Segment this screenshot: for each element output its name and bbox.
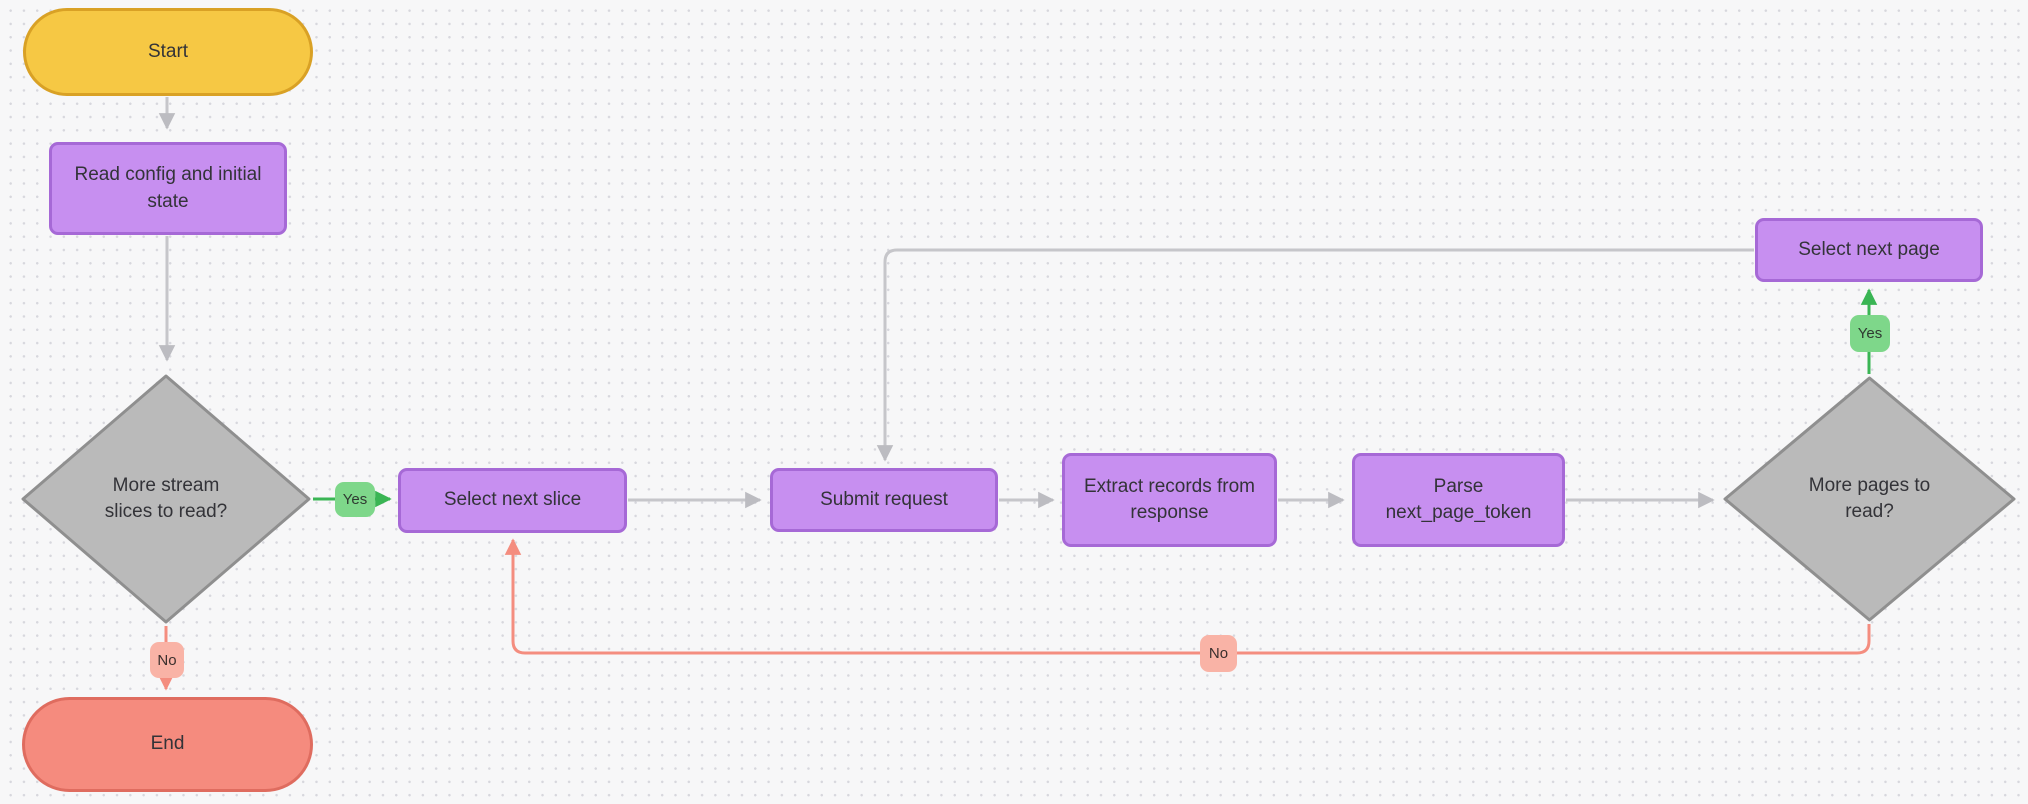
node-parse-token-label: Parse next_page_token: [1385, 475, 1532, 523]
node-start[interactable]: Start: [23, 8, 313, 96]
edge-label-slices-yes: Yes: [335, 482, 375, 517]
diamond-shape: [21, 374, 311, 624]
node-extract-records-label: Extract records from response: [1083, 475, 1256, 523]
node-extract-records[interactable]: Extract records from response: [1062, 453, 1277, 547]
node-submit-request[interactable]: Submit request: [770, 468, 998, 532]
node-read-config[interactable]: Read config and initial state: [49, 142, 287, 235]
edge-label-pages-yes: Yes: [1850, 315, 1890, 352]
node-select-page[interactable]: Select next page: [1755, 218, 1983, 282]
edge-select-page-to-submit-request: [876, 248, 1754, 462]
edge-label-text: No: [1208, 645, 1229, 662]
node-parse-token[interactable]: Parse next_page_token: [1352, 453, 1565, 547]
edge-label-pages-no: No: [1200, 635, 1237, 672]
edge-more-pages-no-to-select-slice: [504, 538, 1871, 655]
node-more-pages-decision[interactable]: More pages to read?: [1722, 375, 2017, 623]
node-submit-request-label: Submit request: [820, 488, 948, 510]
node-select-page-label: Select next page: [1798, 238, 1940, 260]
node-select-slice-label: Select next slice: [443, 489, 582, 511]
node-read-config-label: Read config and initial state: [74, 164, 262, 212]
edge-label-text: Yes: [342, 491, 368, 508]
node-more-slices-label: More stream slices to read?: [104, 474, 228, 522]
diamond-shape: [1723, 376, 2016, 622]
node-end[interactable]: End: [22, 697, 313, 792]
node-end-label: End: [150, 733, 185, 755]
node-more-slices-decision[interactable]: More stream slices to read?: [20, 373, 312, 625]
node-select-slice[interactable]: Select next slice: [398, 468, 627, 533]
edge-label-slices-no: No: [150, 642, 184, 678]
edge-label-text: No: [157, 651, 177, 669]
node-start-label: Start: [147, 40, 189, 62]
node-more-pages-label: More pages to read?: [1808, 474, 1931, 522]
edge-label-text: Yes: [1857, 325, 1883, 342]
